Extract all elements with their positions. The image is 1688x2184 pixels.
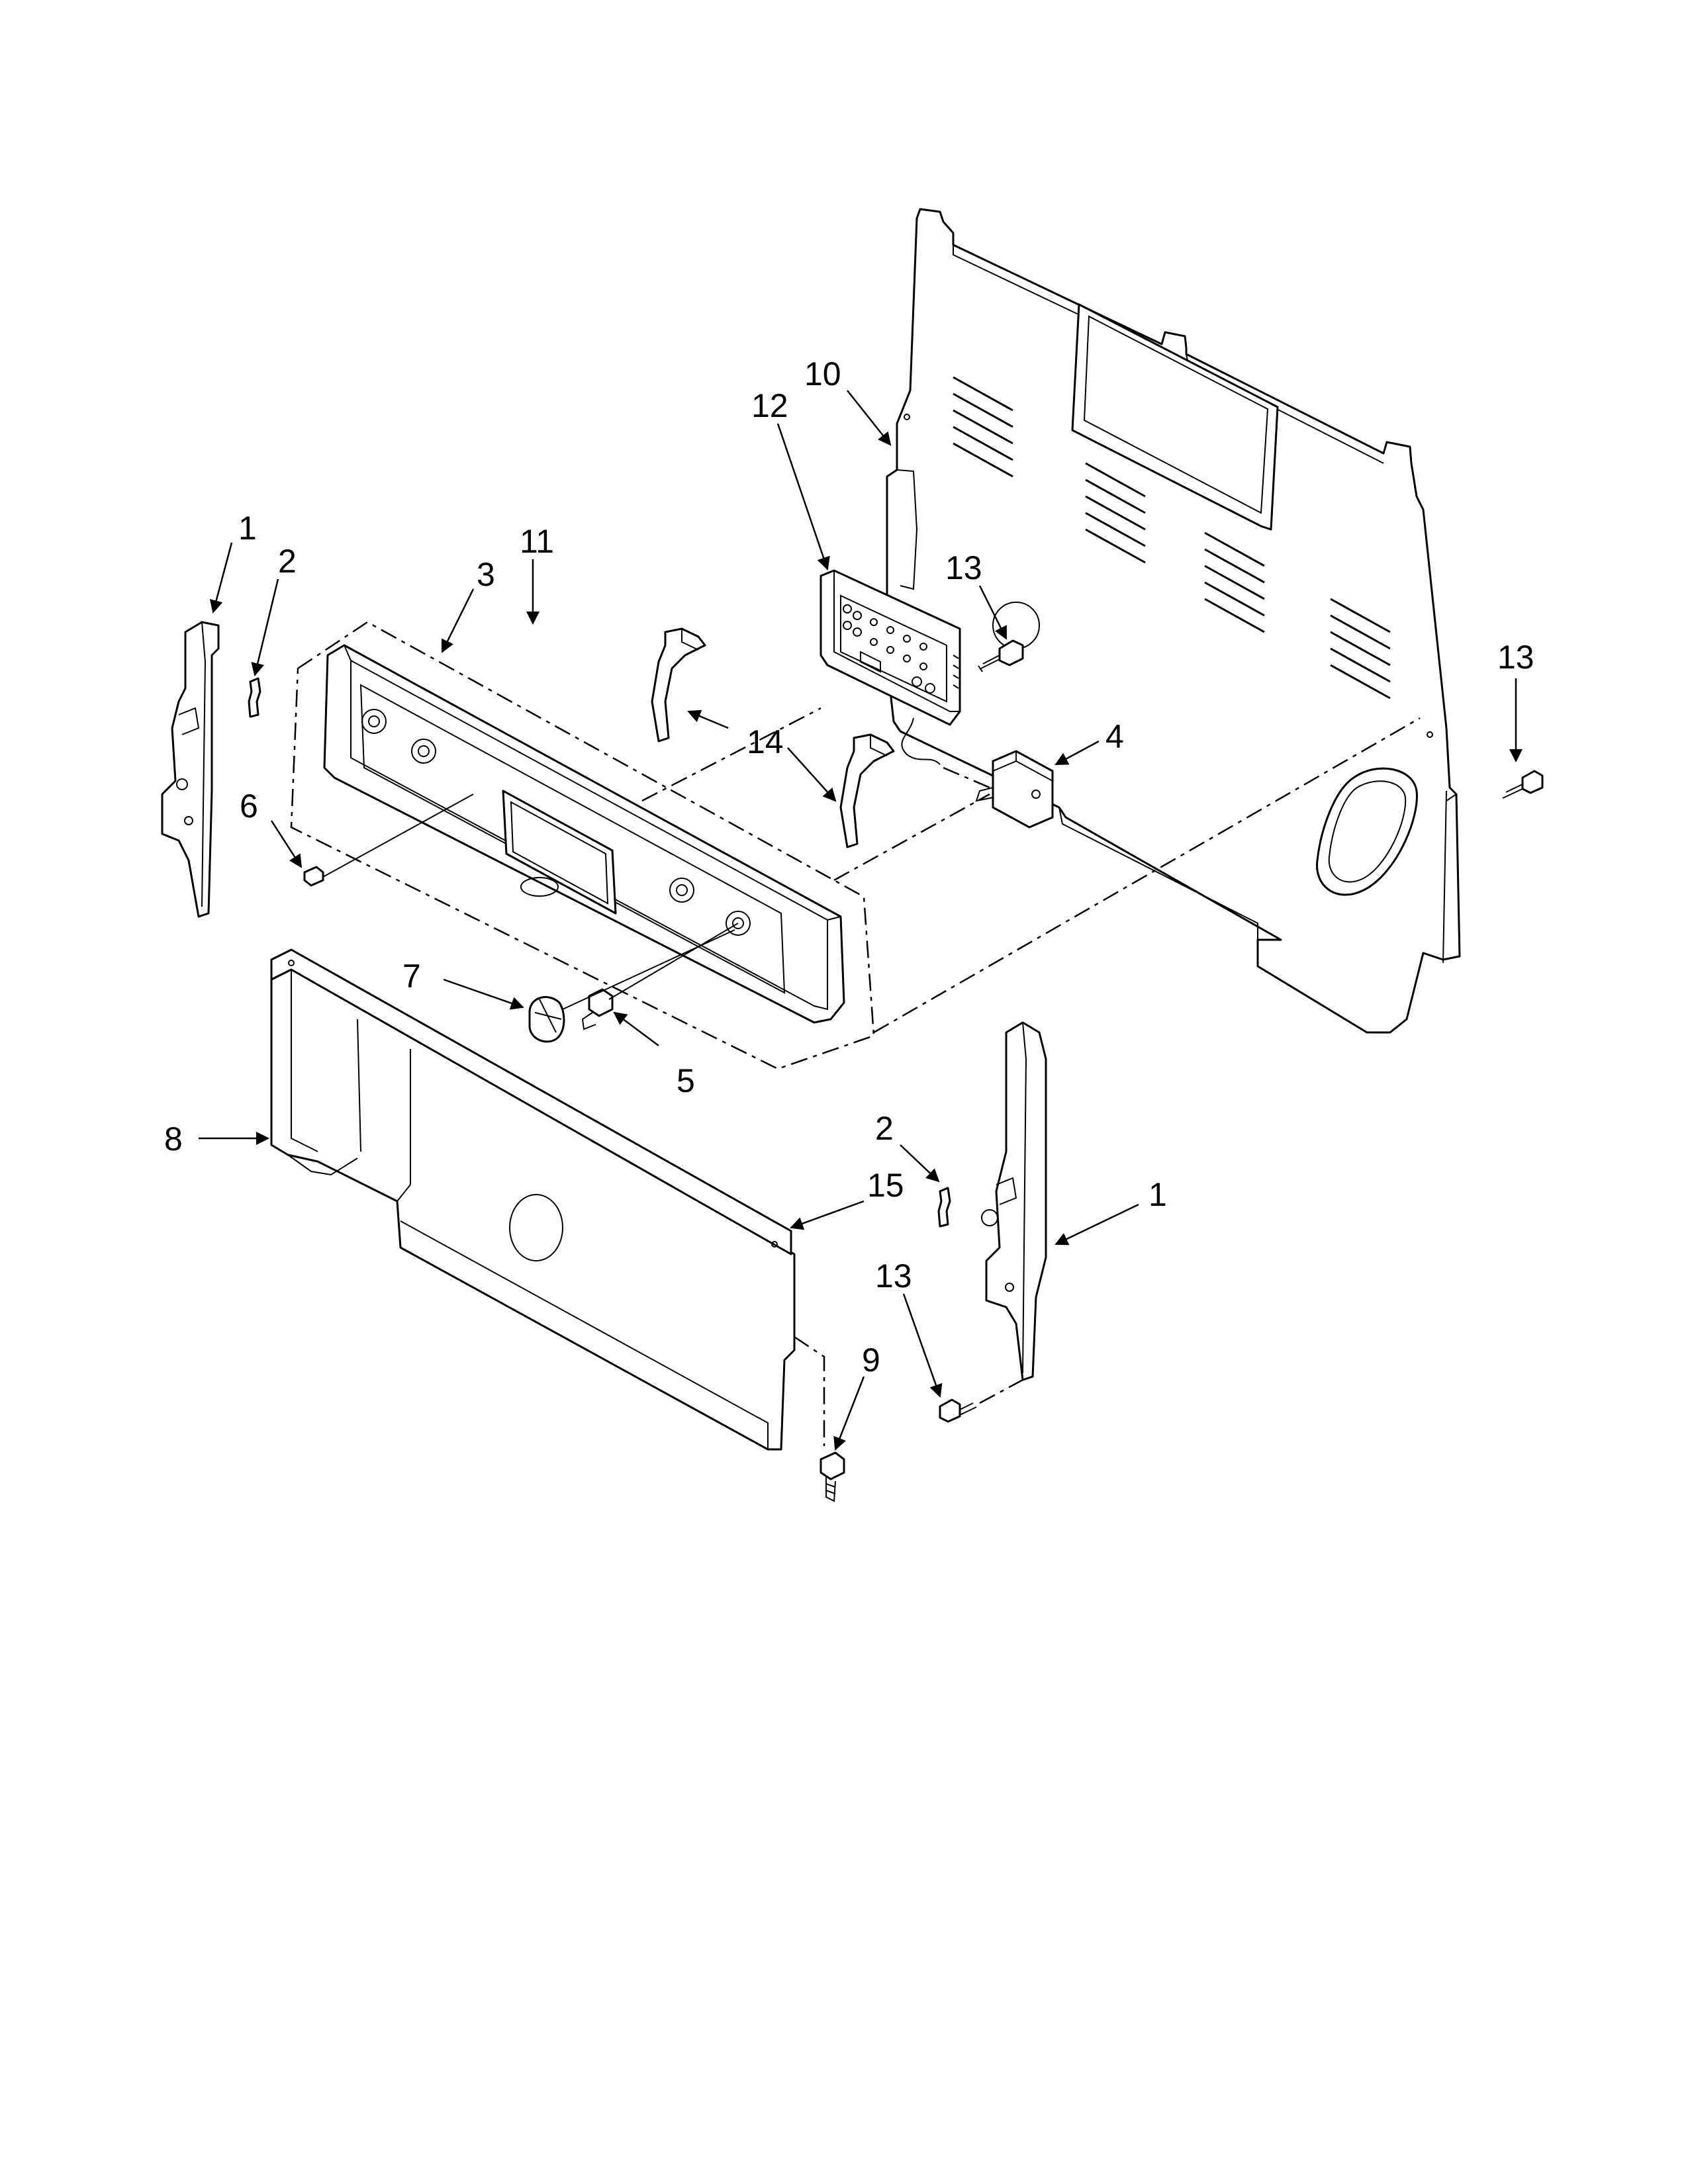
manifold-panel-8	[270, 968, 796, 1451]
callout-1-left: 1	[238, 510, 257, 547]
bracket-14-upper	[651, 627, 706, 743]
callout-13-mid: 13	[945, 549, 982, 586]
callout-4: 4	[1105, 718, 1124, 755]
callout-10: 10	[804, 355, 841, 392]
screw-9	[820, 1451, 845, 1502]
switch-4	[975, 750, 1054, 829]
callout-7: 7	[402, 958, 421, 995]
callout-3: 3	[477, 556, 495, 593]
callout-12: 12	[751, 387, 788, 424]
callout-labels: 1 2 3 11 6 14 12 10 13 4 13 7 5 8 2 15 1…	[164, 355, 1534, 1379]
console-panel	[323, 644, 845, 1024]
end-cap-right	[981, 1021, 1047, 1381]
screw-6	[303, 866, 324, 887]
clip-2-left	[248, 677, 261, 718]
callout-13-right: 13	[1497, 639, 1534, 676]
screw-13-bottom	[939, 1398, 977, 1423]
clip-2-right	[937, 1187, 951, 1228]
knob-7	[528, 996, 565, 1043]
assembly-lines	[322, 707, 1421, 1446]
vent-group-1	[953, 376, 1013, 478]
callout-13-bottom: 13	[875, 1257, 912, 1295]
callout-15: 15	[867, 1167, 904, 1204]
vent-group-2	[1085, 462, 1146, 564]
callout-2-left: 2	[278, 543, 297, 580]
leader-lines	[199, 390, 1523, 1451]
callout-14: 14	[747, 723, 784, 760]
switch-stem-5	[581, 988, 614, 1030]
trim-15	[270, 948, 792, 1255]
callout-6: 6	[240, 788, 258, 825]
callout-11: 11	[520, 523, 554, 560]
electronic-control-board	[820, 569, 961, 765]
vent-group-3	[1204, 531, 1265, 633]
screw-13-mid	[978, 639, 1024, 672]
callout-8: 8	[164, 1120, 183, 1158]
end-cap-left	[161, 621, 220, 918]
callout-9: 9	[862, 1342, 880, 1379]
callout-5: 5	[677, 1062, 695, 1099]
back-panel	[886, 208, 1461, 1034]
console-assembly-outline	[290, 621, 875, 1070]
callout-1-right: 1	[1149, 1176, 1167, 1213]
callout-2-right: 2	[875, 1110, 894, 1147]
bracket-14-lower	[839, 733, 895, 848]
screw-13-right	[1502, 770, 1544, 799]
vent-group-4	[1330, 598, 1391, 700]
